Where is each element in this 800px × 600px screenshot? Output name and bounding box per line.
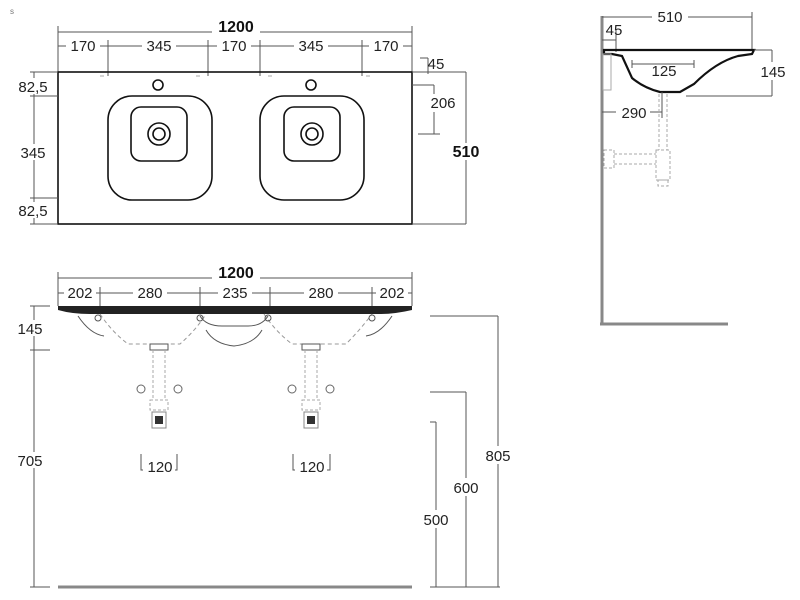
top-overall-width: 1200 [218, 19, 254, 36]
front-overall-width: 1200 [218, 265, 254, 282]
front-segment-2: 280 [137, 285, 162, 302]
tap-hole-left [152, 79, 164, 91]
drain-right-inner [305, 127, 319, 141]
top-segment-2: 345 [146, 38, 171, 55]
front-basin-left [99, 313, 207, 345]
basin-left-outer [107, 95, 213, 201]
basin-left-inner [130, 106, 188, 162]
front-waste-spacing-right: 120 [299, 459, 324, 476]
front-segment-3: 235 [222, 285, 247, 302]
front-slab [58, 306, 412, 314]
drain-left-inner [152, 127, 166, 141]
front-segment-5: 202 [379, 285, 404, 302]
top-tap-offset: 206 [430, 95, 455, 112]
front-height-805: 805 [485, 448, 510, 465]
corner-mark: s [10, 7, 14, 16]
front-segment-4: 280 [308, 285, 333, 302]
top-segment-1: 170 [70, 38, 95, 55]
side-overall-depth: 510 [657, 9, 682, 26]
top-view: 1200 170 345 170 345 170 [12, 18, 482, 225]
drain-left-outer [147, 122, 171, 146]
fixing-bolt-icon [173, 384, 183, 394]
front-view: 1200 202 280 235 280 202 [14, 264, 516, 589]
side-edge-offset: 45 [606, 22, 623, 39]
fixing-bolt-icon [136, 384, 146, 394]
side-waste-offset: 290 [621, 105, 646, 122]
tap-hole-right [305, 79, 317, 91]
fixing-bolt-icon [325, 384, 335, 394]
top-segment-4: 345 [298, 38, 323, 55]
side-inner-depth: 125 [651, 63, 676, 80]
front-height-500: 500 [423, 512, 448, 529]
fixing-bolt-icon [287, 384, 297, 394]
vanity-top-outline [57, 71, 413, 225]
front-basin-height: 145 [17, 321, 42, 338]
top-segment-3: 170 [221, 38, 246, 55]
basin-right-outer [259, 95, 365, 201]
front-waste-spacing-left: 120 [147, 459, 172, 476]
top-segment-5: 170 [373, 38, 398, 55]
front-segment-1: 202 [67, 285, 92, 302]
top-edge-offset: 45 [428, 56, 445, 73]
top-depth-basin: 345 [20, 145, 45, 162]
front-top-height: 705 [17, 453, 42, 470]
drain-right-outer [300, 122, 324, 146]
waste-left [136, 343, 183, 429]
basin-right-inner [283, 106, 341, 162]
top-depth-front: 82,5 [18, 79, 47, 96]
side-view: 510 45 125 145 290 [600, 6, 790, 326]
top-depth-back: 82,5 [18, 203, 47, 220]
waste-right [287, 343, 335, 429]
top-overall-depth: 510 [453, 144, 480, 161]
side-height: 145 [760, 64, 785, 81]
front-height-600: 600 [453, 480, 478, 497]
side-trap [603, 94, 671, 187]
front-basin-right [263, 313, 373, 345]
side-basin-profile [602, 48, 756, 94]
